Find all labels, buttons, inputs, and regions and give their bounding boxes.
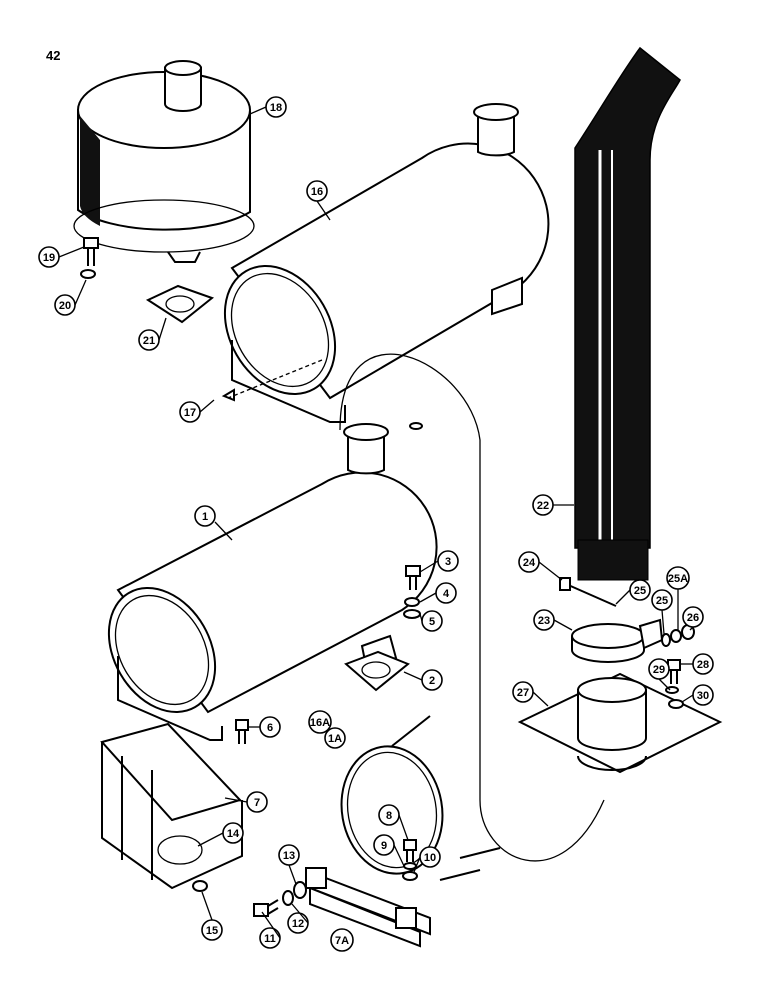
svg-text:17: 17: [184, 407, 196, 419]
part-2-gasket: [344, 650, 410, 692]
callout-16A: 16A: [308, 710, 332, 734]
svg-text:16: 16: [311, 186, 323, 198]
callout-15: 15: [201, 919, 223, 941]
svg-text:7: 7: [254, 797, 260, 809]
callout-25-upper: 25: [629, 579, 651, 601]
callout-22: 22: [532, 494, 554, 516]
callout-28: 28: [692, 653, 714, 675]
svg-text:8: 8: [386, 810, 392, 822]
callout-14: 14: [222, 822, 244, 844]
callout-10: 10: [419, 846, 441, 868]
svg-text:10: 10: [424, 852, 436, 864]
part-1-main-muffler: [107, 423, 438, 741]
callout-17: 17: [179, 401, 201, 423]
callout-7: 7: [246, 791, 268, 813]
exhaust-routing-line: [339, 353, 605, 862]
svg-text:25: 25: [656, 595, 668, 607]
svg-text:1A: 1A: [328, 733, 342, 745]
callout-8: 8: [378, 804, 400, 826]
svg-text:25A: 25A: [668, 573, 688, 585]
svg-text:16A: 16A: [310, 717, 330, 729]
svg-text:14: 14: [227, 828, 240, 840]
callout-2: 2: [421, 669, 443, 691]
svg-text:27: 27: [517, 687, 529, 699]
part-21-gasket: [145, 284, 215, 324]
callout-30: 30: [692, 684, 714, 706]
callout-16: 16: [306, 180, 328, 202]
part-18-round-muffler: [73, 60, 255, 263]
svg-text:15: 15: [206, 925, 218, 937]
svg-text:22: 22: [537, 500, 549, 512]
svg-text:5: 5: [429, 616, 435, 628]
page-number: 42: [46, 48, 60, 63]
callout-23: 23: [533, 609, 555, 631]
svg-text:13: 13: [283, 850, 295, 862]
svg-text:6: 6: [267, 722, 273, 734]
svg-text:4: 4: [443, 588, 450, 600]
svg-text:30: 30: [697, 690, 709, 702]
svg-text:26: 26: [687, 612, 699, 624]
part-7A-bracket: [305, 867, 431, 948]
leader-lines: [58, 106, 694, 939]
callout-9: 9: [373, 834, 395, 856]
svg-text:12: 12: [292, 918, 304, 930]
svg-text:25: 25: [634, 585, 646, 597]
svg-text:23: 23: [538, 615, 550, 627]
svg-text:2: 2: [429, 675, 435, 687]
svg-text:21: 21: [143, 335, 155, 347]
svg-text:29: 29: [653, 664, 665, 676]
svg-text:3: 3: [445, 556, 451, 568]
callout-6: 6: [259, 716, 281, 738]
part-27-mounting-plate: [517, 672, 723, 774]
callout-13: 13: [278, 844, 300, 866]
svg-text:18: 18: [270, 102, 282, 114]
part-22-exhaust-stack: [574, 46, 681, 581]
callout-25-lower: 25: [651, 589, 673, 611]
callout-4: 4: [435, 582, 457, 604]
svg-text:28: 28: [697, 659, 709, 671]
callout-20: 20: [54, 294, 76, 316]
callout-3: 3: [437, 550, 459, 572]
svg-text:19: 19: [43, 252, 55, 264]
callout-25A: 25A: [666, 566, 690, 590]
part-23-clamp: [571, 618, 664, 663]
part-14-bracket: [100, 722, 243, 890]
callout-5: 5: [421, 610, 443, 632]
callout-12: 12: [287, 912, 309, 934]
hardware-bolts-washers: [80, 237, 695, 917]
svg-text:1: 1: [202, 511, 208, 523]
svg-text:24: 24: [523, 557, 536, 569]
callout-26: 26: [682, 606, 704, 628]
callout-1: 1: [194, 505, 216, 527]
callout-18: 18: [265, 96, 287, 118]
callout-21: 21: [138, 329, 160, 351]
part-16A-side-muffler: [340, 715, 501, 881]
callout-1A: 1A: [324, 727, 346, 749]
svg-text:11: 11: [264, 933, 276, 945]
svg-text:7A: 7A: [335, 935, 349, 947]
callout-7A: 7A: [330, 928, 354, 952]
callout-19: 19: [38, 246, 60, 268]
callout-29: 29: [648, 658, 670, 680]
part-16-upper-muffler: [223, 103, 550, 423]
callout-11: 11: [259, 927, 281, 949]
callout-27: 27: [512, 681, 534, 703]
svg-text:9: 9: [381, 840, 387, 852]
svg-text:20: 20: [59, 300, 71, 312]
callout-24: 24: [518, 551, 540, 573]
